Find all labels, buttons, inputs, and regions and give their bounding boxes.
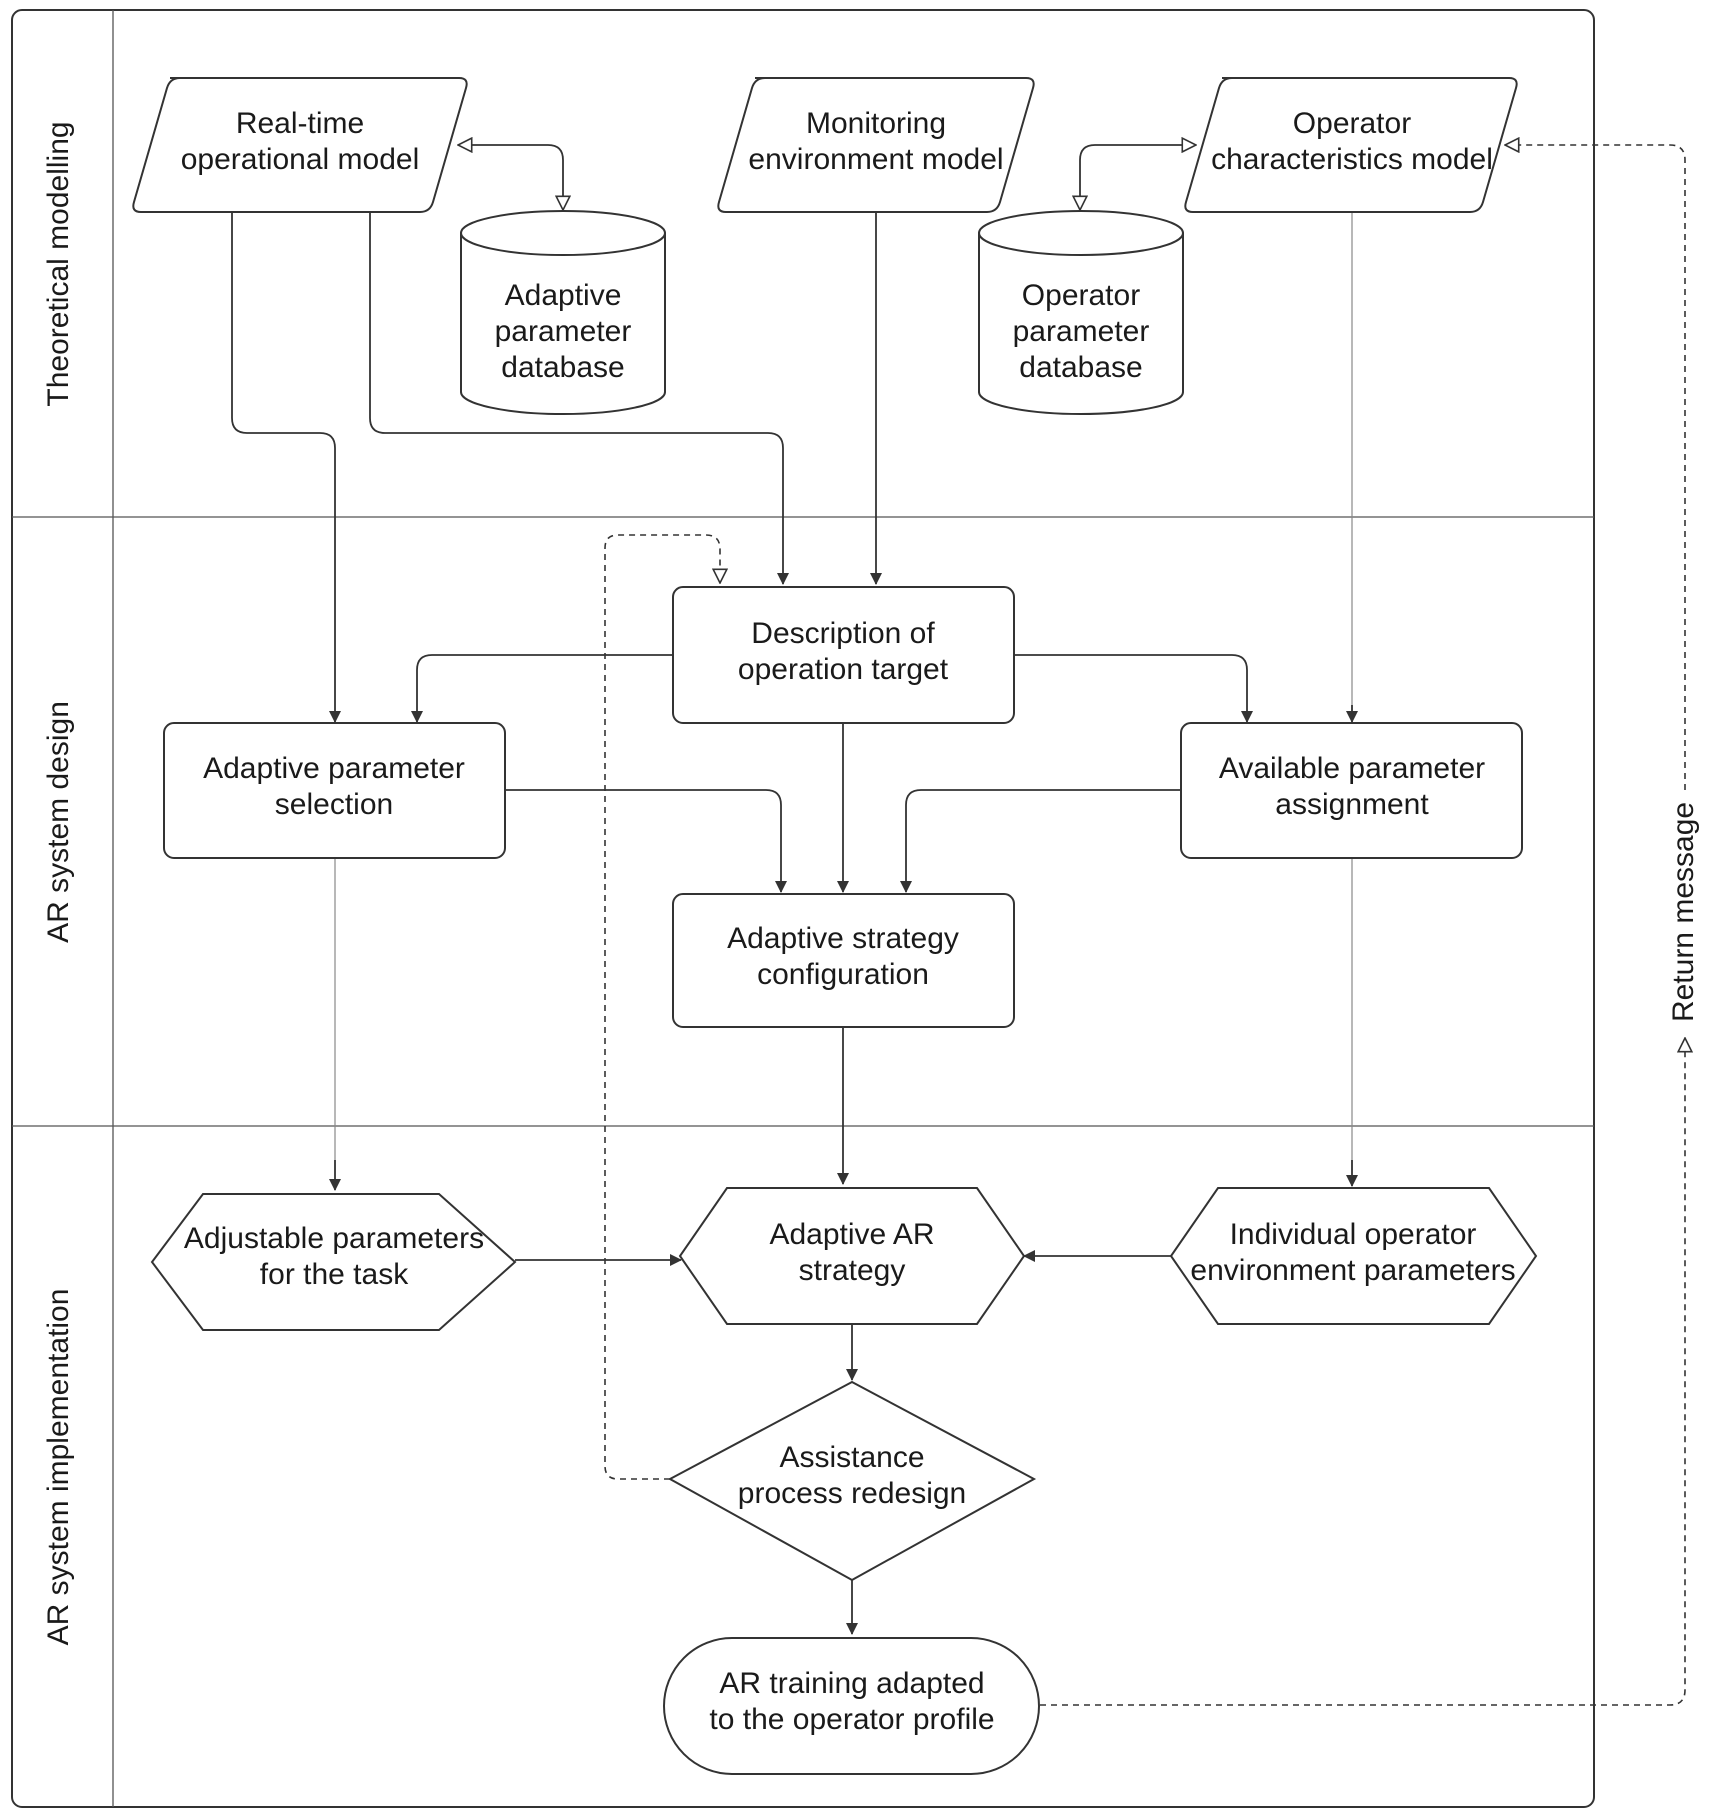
lane-label-implementation: AR system implementation bbox=[42, 1289, 75, 1646]
operator-db-label-3: database bbox=[1019, 351, 1142, 384]
adaptive-db-body bbox=[460, 233, 666, 415]
redesign-shape bbox=[667, 1380, 1037, 1582]
available-assignment-shape bbox=[1180, 722, 1523, 859]
strategy-config-label-2: configuration bbox=[757, 958, 929, 991]
edge-realtime-adaptive-db bbox=[458, 145, 563, 210]
adjustable-label-1: Adjustable parameters bbox=[184, 1222, 484, 1255]
individual-params-shape bbox=[1169, 1187, 1538, 1325]
strategy-config-label-1: Adaptive strategy bbox=[727, 922, 959, 955]
edge-description-to-assignment bbox=[1014, 654, 1253, 723]
realtime-model-shape bbox=[132, 77, 468, 213]
operator-db-label-2: parameter bbox=[1013, 315, 1150, 348]
adaptive-ar-label-1: Adaptive AR bbox=[769, 1218, 934, 1251]
redesign-label-2: process redesign bbox=[738, 1477, 966, 1510]
edge-realtime-to-selection bbox=[231, 212, 341, 723]
adaptive-ar-shape bbox=[678, 1187, 1026, 1325]
edge-selection-to-config bbox=[505, 789, 787, 893]
redesign-label-1: Assistance bbox=[779, 1441, 924, 1474]
operator-db-top bbox=[978, 210, 1184, 256]
operator-char-label-1: Operator bbox=[1293, 107, 1411, 140]
operator-char-model-shape bbox=[1184, 77, 1518, 213]
adjustable-label-2: for the task bbox=[260, 1258, 409, 1291]
lane-label-design: AR system design bbox=[42, 701, 75, 943]
edge-operator-char-operator-db bbox=[1080, 145, 1196, 210]
description-label-1: Description of bbox=[751, 617, 935, 650]
monitoring-label-2: environment model bbox=[748, 143, 1003, 176]
monitoring-model-shape bbox=[717, 77, 1035, 213]
individual-label-2: environment parameters bbox=[1190, 1254, 1515, 1287]
description-label-2: operation target bbox=[738, 653, 949, 686]
adaptive-db-label-3: database bbox=[501, 351, 624, 384]
lane-label-theoretical: Theoretical modelling bbox=[42, 121, 75, 406]
available-assignment-label-1: Available parameter bbox=[1219, 752, 1485, 785]
edge-description-to-selection bbox=[411, 654, 673, 723]
available-assignment-label-2: assignment bbox=[1275, 788, 1429, 821]
training-label-2: to the operator profile bbox=[709, 1703, 994, 1736]
adaptive-selection-label-1: Adaptive parameter bbox=[203, 752, 465, 785]
training-label-1: AR training adapted bbox=[719, 1667, 984, 1700]
diagram-frame bbox=[11, 9, 1595, 1808]
adaptive-ar-label-2: strategy bbox=[799, 1254, 906, 1287]
monitoring-label-1: Monitoring bbox=[806, 107, 946, 140]
description-shape bbox=[672, 586, 1015, 724]
strategy-config-shape bbox=[672, 893, 1015, 1028]
operator-char-label-2: characteristics model bbox=[1211, 143, 1493, 176]
training-shape bbox=[663, 1637, 1040, 1775]
edge-return-message-vertical bbox=[1040, 1038, 1685, 1706]
individual-label-1: Individual operator bbox=[1230, 1218, 1477, 1251]
adaptive-selection-shape bbox=[163, 722, 506, 859]
return-message-label: Return message bbox=[1667, 802, 1700, 1022]
adjustable-params-shape bbox=[150, 1193, 517, 1331]
edge-redesign-feedback-to-description bbox=[604, 534, 720, 1480]
operator-db-body bbox=[978, 233, 1184, 415]
realtime-label-2: operational model bbox=[181, 143, 420, 176]
adaptive-db-top bbox=[460, 210, 666, 256]
edge-realtime-to-description bbox=[369, 212, 789, 585]
edge-return-message-to-operator-char bbox=[1505, 145, 1686, 790]
edge-assignment-to-config bbox=[900, 789, 1181, 893]
realtime-label-1: Real-time bbox=[236, 107, 364, 140]
adaptive-db-label-1: Adaptive bbox=[505, 279, 622, 312]
adaptive-selection-label-2: selection bbox=[275, 788, 393, 821]
adaptive-db-label-2: parameter bbox=[495, 315, 632, 348]
operator-db-label-1: Operator bbox=[1022, 279, 1140, 312]
